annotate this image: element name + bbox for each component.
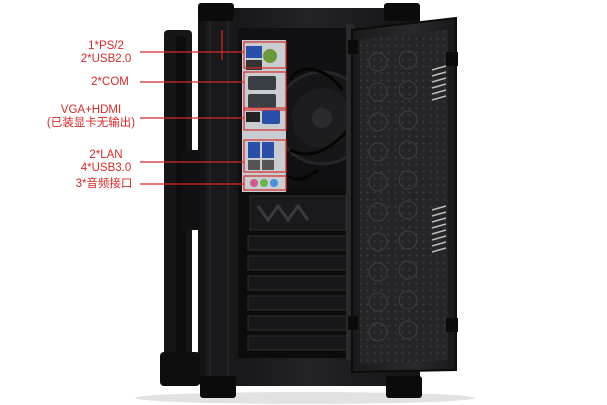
annotation-audio-line1: 3*音频接口 — [75, 178, 133, 190]
cooling-fan — [274, 70, 370, 166]
annotation-com-line1: 2*COM — [91, 76, 129, 88]
side-door — [348, 16, 458, 374]
floor-shadow — [135, 392, 475, 404]
internal-cables — [285, 67, 350, 181]
graphics-card — [249, 195, 347, 231]
annotation-audio: 3*音频接口 — [64, 178, 144, 191]
annotation-vga-hdmi-line2: (已装显卡无输出) — [46, 117, 136, 129]
annotation-leaders — [140, 41, 287, 191]
annotation-ps2-usb2-line2: 2*USB2.0 — [80, 53, 132, 65]
annotation-ps2-usb2: 1*PS/2 2*USB2.0 — [70, 40, 142, 66]
annotation-vga-hdmi-line1: VGA+HDMI — [60, 104, 122, 116]
annotation-lan-usb3-line1: 2*LAN — [89, 149, 123, 161]
annotation-lan-usb3-line2: 4*USB3.0 — [80, 162, 132, 174]
annotation-lan-usb3: 2*LAN 4*USB3.0 — [70, 149, 142, 175]
door-hinge — [346, 24, 354, 360]
rear-io-panel — [242, 40, 286, 192]
annotation-vga-hdmi: VGA+HDMI (已装显卡无输出) — [36, 104, 146, 130]
annotation-com: 2*COM — [80, 76, 140, 89]
expansion-slots — [247, 235, 349, 351]
annotation-ps2-usb2-line1: 1*PS/2 — [88, 40, 124, 52]
corner-bumpers — [160, 3, 422, 398]
